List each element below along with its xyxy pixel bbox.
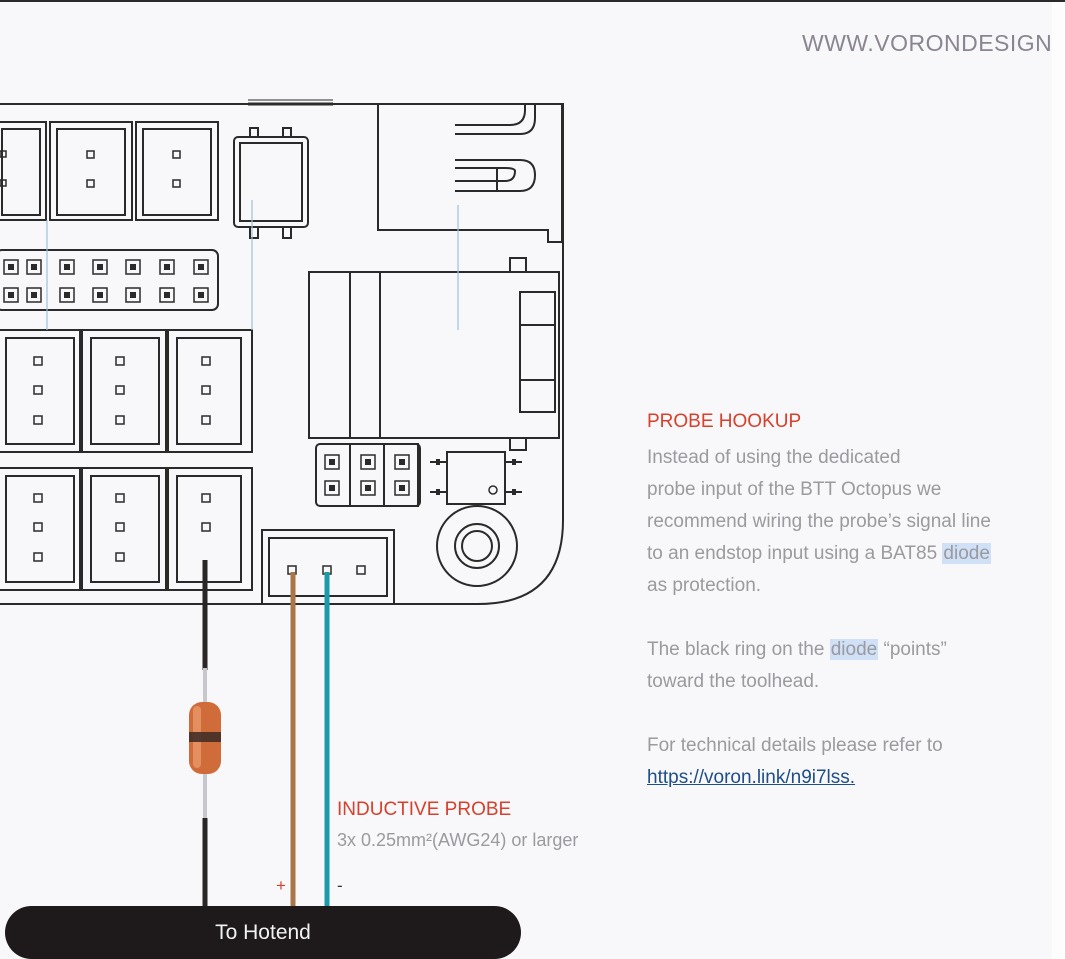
board-outline — [0, 103, 564, 605]
site-url: WWW.VORONDESIGN — [802, 30, 1053, 56]
to-hotend-bar: To Hotend — [5, 906, 521, 959]
hookup-line: https://voron.link/n9i7lss. — [647, 762, 1037, 794]
inductive-probe-title: INDUCTIVE PROBE — [337, 799, 512, 820]
hookup-line: recommend wiring the probe’s signal line — [647, 511, 991, 532]
hookup-text: The black ring on the — [647, 639, 830, 660]
hookup-line: toward the toolhead. — [647, 671, 820, 692]
jumper-cluster — [315, 443, 421, 507]
hookup-line: to an endstop input using a BAT85 diode — [647, 538, 1037, 570]
bat85-diode — [189, 702, 221, 774]
diode-highlight: diode — [829, 639, 879, 660]
probe-hookup-title: PROBE HOOKUP — [647, 411, 802, 432]
middle-connector-row — [0, 329, 253, 453]
top-border — [0, 0, 1065, 2]
small-ic — [446, 451, 506, 505]
paragraph-spacer — [647, 602, 1037, 634]
top-connector-row — [0, 121, 219, 221]
hookup-line: probe input of the BTT Octopus we — [647, 479, 942, 500]
positive-label: + — [276, 876, 286, 895]
hookup-text: to an endstop input using a BAT85 — [647, 543, 943, 564]
large-connector-block — [308, 271, 560, 439]
hookup-line: For technical details please refer to — [647, 735, 943, 756]
usb-block — [377, 104, 563, 243]
hookup-line: as protection. — [647, 575, 762, 596]
paragraph-spacer — [647, 698, 1037, 730]
pin-header-row — [0, 249, 219, 311]
negative-label: - — [337, 876, 343, 895]
mounting-hole — [436, 505, 518, 587]
to-hotend-label: To Hotend — [215, 920, 311, 944]
probe-hookup-body: Instead of using the dedicated probe inp… — [647, 442, 1037, 794]
hookup-text: “points” — [878, 639, 947, 660]
technical-details-link[interactable]: https://voron.link/n9i7lss. — [647, 767, 856, 788]
right-edge-band — [1052, 2, 1065, 959]
mosfet-component — [233, 136, 309, 228]
bottom-connector-row — [0, 467, 253, 591]
hookup-line: The black ring on the diode “points” — [647, 634, 1037, 666]
hookup-line: Instead of using the dedicated — [647, 447, 901, 468]
diode-highlight: diode — [942, 543, 991, 564]
inductive-probe-spec: 3x 0.25mm²(AWG24) or larger — [337, 830, 579, 850]
